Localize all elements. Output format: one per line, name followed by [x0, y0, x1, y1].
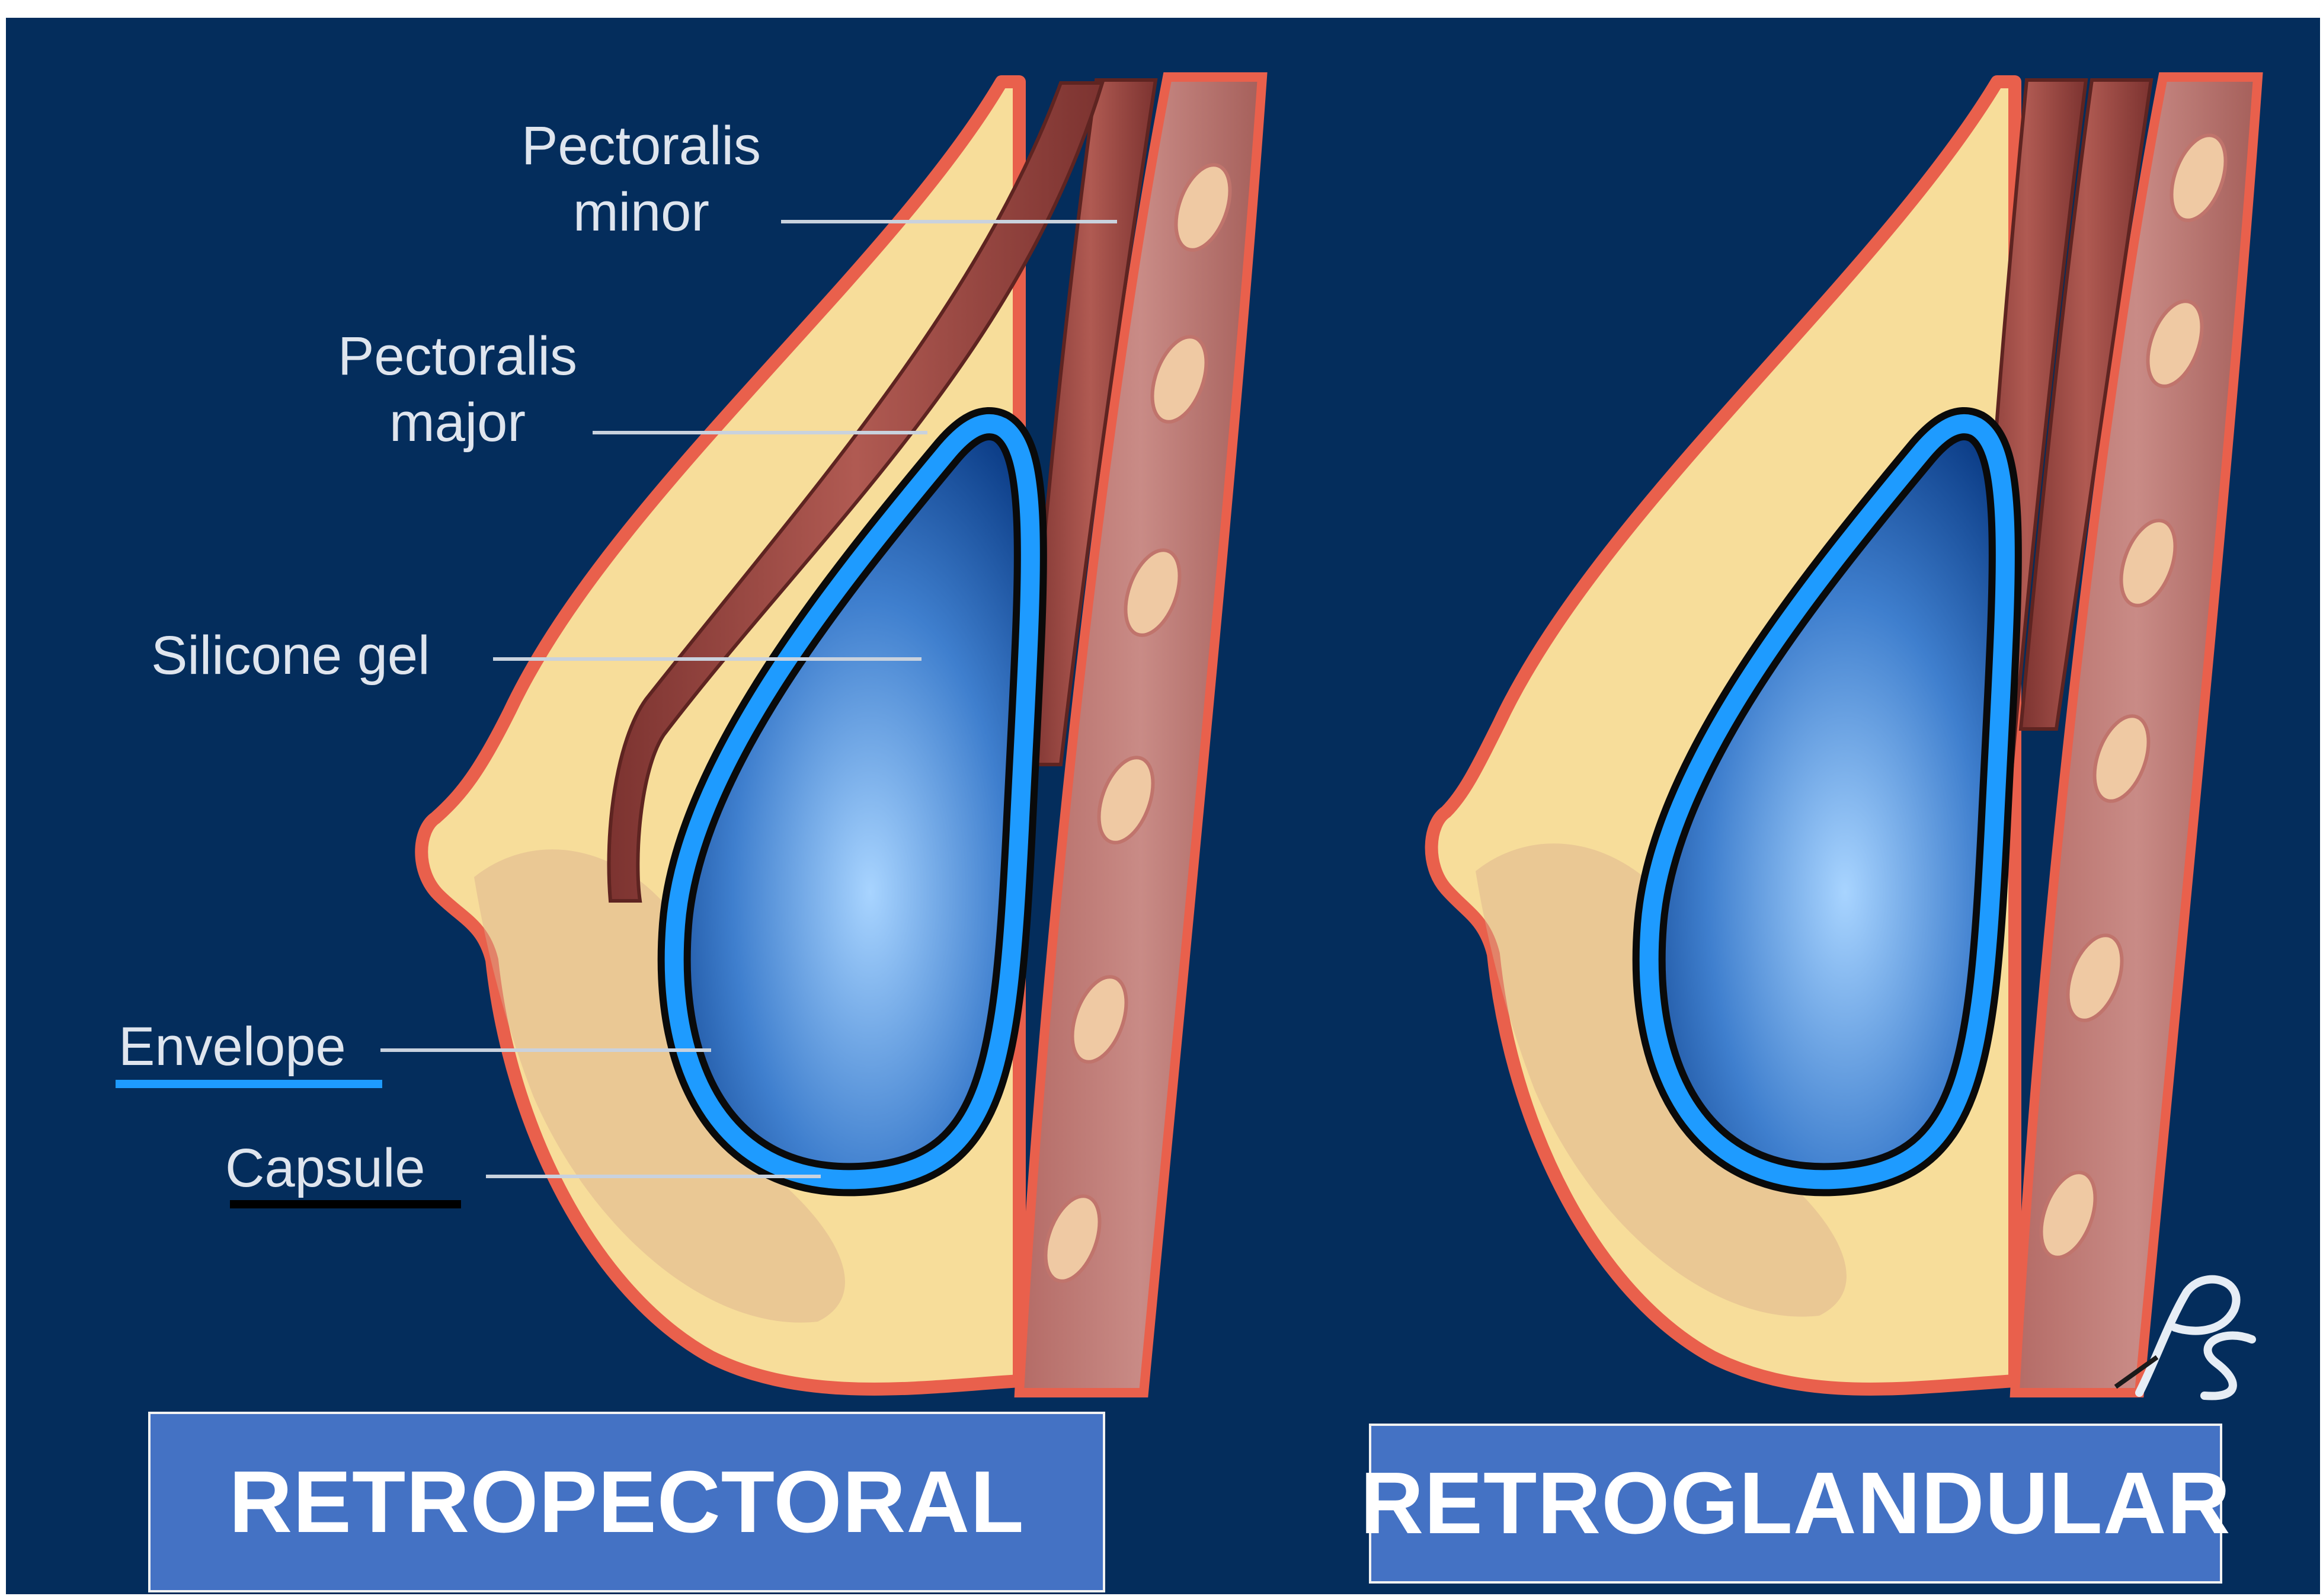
retropectoral-panel: RETROPECTORAL	[148, 1412, 1105, 1592]
label-silicone-gel: Silicone gel	[151, 622, 430, 689]
retropectoral-title: RETROPECTORAL	[229, 1452, 1024, 1553]
right-breast	[1432, 77, 2258, 1393]
capsule-underline	[230, 1200, 461, 1208]
retroglandular-panel: RETROGLANDULAR	[1369, 1424, 2222, 1584]
ps-monogram-icon	[2104, 1268, 2270, 1405]
label-envelope: Envelope	[119, 1013, 346, 1080]
left-breast	[380, 77, 1262, 1393]
label-capsule: Capsule	[225, 1135, 425, 1201]
label-pectoralis-major: Pectoralis major	[338, 323, 577, 456]
envelope-underline	[116, 1080, 382, 1088]
retroglandular-title: RETROGLANDULAR	[1360, 1453, 2231, 1554]
label-pectoralis-minor: Pectoralis minor	[521, 113, 761, 245]
